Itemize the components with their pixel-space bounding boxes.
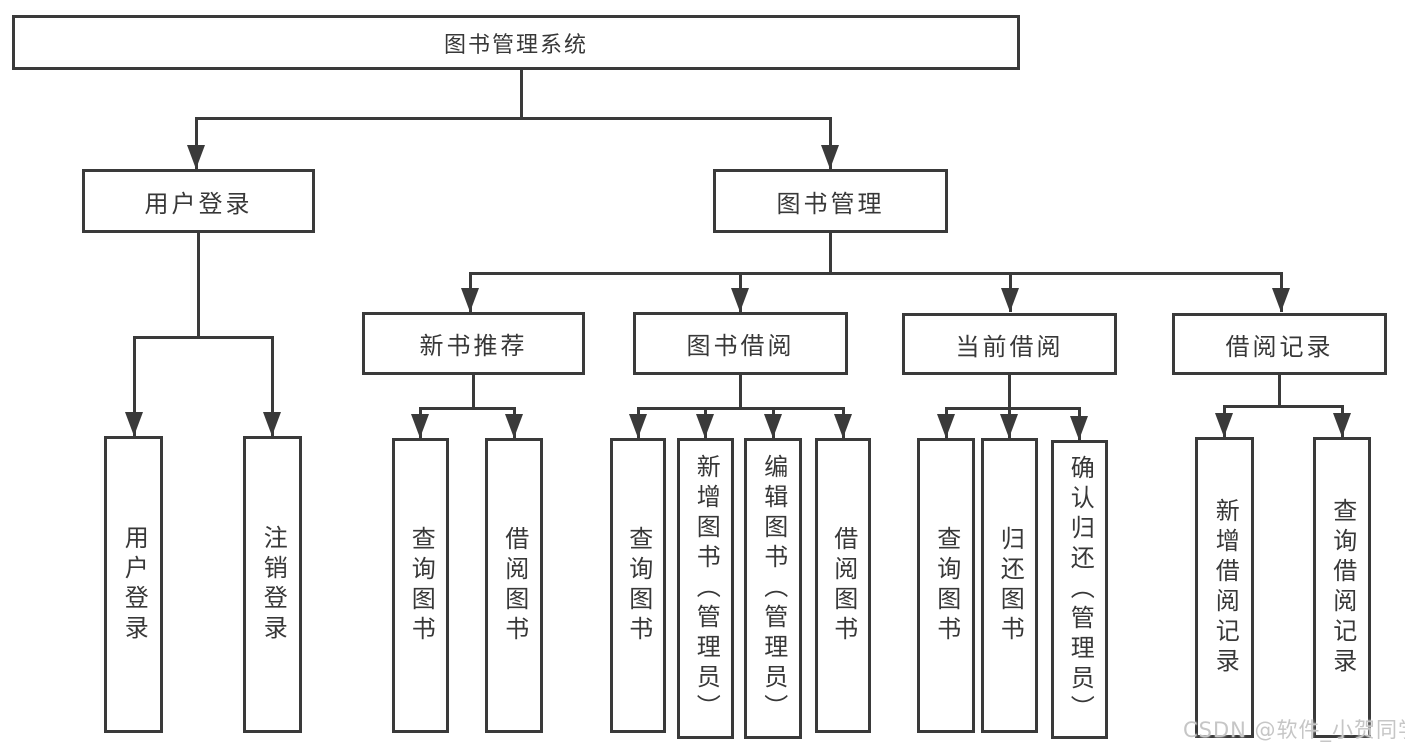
leaf-current-confirm-return-admin-label: 确认归还（管理员） (1066, 454, 1095, 725)
leaf-user-login: 用户登录 (104, 436, 163, 733)
leaf-borrow-add-books-admin: 新增图书（管理员） (677, 438, 734, 739)
leaf-current-return-books-label: 归还图书 (996, 525, 1025, 646)
leaf-records-query-record: 查询借阅记录 (1313, 437, 1371, 738)
arrow-down-icon (696, 414, 714, 438)
arrow-down-icon (187, 145, 205, 169)
arrow-down-icon (1272, 288, 1290, 312)
arrow-down-icon (125, 412, 143, 436)
arrow-down-icon (411, 414, 429, 438)
connector-recommend-trunk (472, 375, 475, 410)
connector-borrow-trunk (739, 375, 742, 410)
connector-root-branch (195, 117, 832, 120)
connector-login-splitter (133, 336, 274, 339)
arrow-down-icon (263, 412, 281, 436)
node-book-borrow-label: 图书借阅 (686, 332, 795, 360)
arrow-down-icon (629, 414, 647, 438)
leaf-borrow-add-books-admin-label: 新增图书（管理员） (692, 453, 721, 724)
leaf-borrow-query-books: 查询图书 (610, 438, 666, 733)
connector-login-drop-1 (133, 336, 136, 436)
connector-login-drop-2 (271, 336, 274, 436)
connector-current-trunk (1008, 375, 1011, 410)
connector-root-left-drop (195, 117, 198, 169)
leaf-current-confirm-return-admin: 确认归还（管理员） (1051, 440, 1108, 739)
leaf-recommend-query-books: 查询图书 (392, 438, 449, 733)
node-current-borrow-label: 当前借阅 (955, 332, 1064, 361)
connector-current-splitter (945, 407, 1081, 410)
leaf-recommend-borrow-books-label: 借阅图书 (500, 525, 529, 646)
leaf-records-add-record-label: 新增借阅记录 (1211, 497, 1240, 678)
watermark: CSDN @软件_小贺同学 (1183, 718, 1405, 742)
leaf-records-add-record: 新增借阅记录 (1195, 437, 1254, 738)
leaf-recommend-query-books-label: 查询图书 (407, 525, 436, 646)
arrow-down-icon (1001, 288, 1019, 312)
node-borrow-records: 借阅记录 (1172, 313, 1387, 375)
leaf-logout: 注销登录 (243, 436, 302, 733)
connector-root-right-drop (829, 117, 832, 169)
node-root: 图书管理系统 (12, 15, 1020, 70)
leaf-borrow-borrow-books: 借阅图书 (815, 438, 871, 733)
leaf-current-return-books: 归还图书 (981, 438, 1038, 733)
connector-borrow-splitter (637, 407, 845, 410)
connector-manage-trunk (829, 233, 832, 275)
leaf-logout-label: 注销登录 (259, 524, 288, 645)
node-new-book-recommend: 新书推荐 (362, 312, 585, 375)
leaf-records-query-record-label: 查询借阅记录 (1328, 497, 1357, 678)
node-book-manage: 图书管理 (713, 169, 948, 233)
arrow-down-icon (834, 414, 852, 438)
node-book-manage-label: 图书管理 (776, 189, 885, 218)
connector-records-trunk (1278, 375, 1281, 407)
arrow-down-icon (764, 414, 782, 438)
node-new-book-recommend-label: 新书推荐 (419, 332, 528, 360)
node-root-label: 图书管理系统 (443, 32, 588, 58)
leaf-user-login-label: 用户登录 (120, 524, 149, 645)
node-user-login-label: 用户登录 (144, 189, 253, 218)
arrow-down-icon (731, 288, 749, 312)
arrow-down-icon (1333, 413, 1351, 437)
connector-login-trunk (197, 233, 200, 339)
node-borrow-records-label: 借阅记录 (1225, 332, 1334, 361)
node-current-borrow: 当前借阅 (902, 313, 1117, 375)
arrow-down-icon (1215, 413, 1233, 437)
connector-recommend-splitter (419, 407, 516, 410)
arrow-down-icon (505, 414, 523, 438)
leaf-borrow-edit-books-admin-label: 编辑图书（管理员） (759, 453, 788, 724)
leaf-current-query-books-label: 查询图书 (932, 525, 961, 646)
leaf-recommend-borrow-books: 借阅图书 (485, 438, 543, 733)
arrow-down-icon (1000, 414, 1018, 438)
connector-root-trunk (520, 70, 523, 119)
node-book-borrow: 图书借阅 (633, 312, 848, 375)
arrow-down-icon (937, 414, 955, 438)
connector-records-splitter (1223, 405, 1344, 408)
arrow-down-icon (821, 145, 839, 169)
arrow-down-icon (461, 288, 479, 312)
arrow-down-icon (1070, 416, 1088, 440)
leaf-borrow-edit-books-admin: 编辑图书（管理员） (744, 438, 802, 739)
leaf-borrow-query-books-label: 查询图书 (624, 525, 653, 646)
connector-manage-branch (469, 272, 1283, 275)
leaf-borrow-borrow-books-label: 借阅图书 (829, 525, 858, 646)
leaf-current-query-books: 查询图书 (917, 438, 975, 733)
node-user-login: 用户登录 (82, 169, 315, 233)
